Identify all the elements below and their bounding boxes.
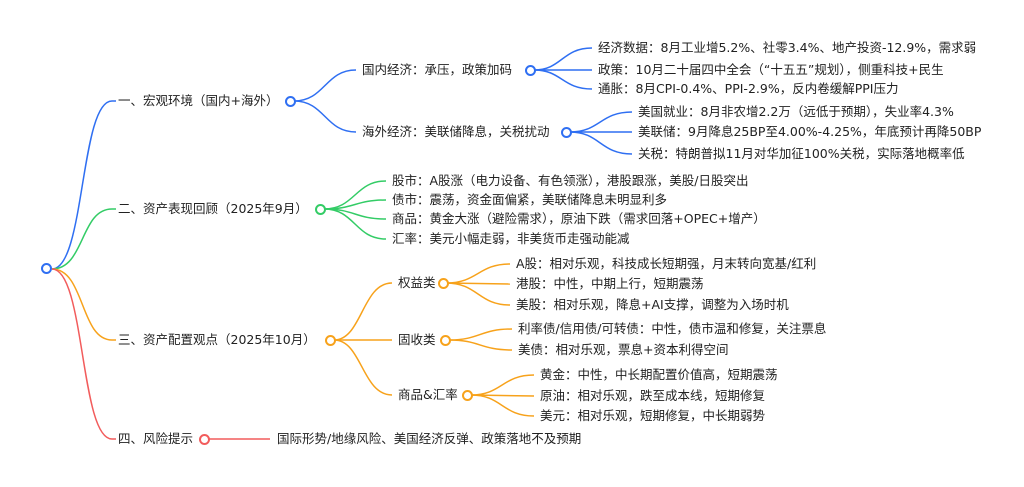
collapse-toggle-risk[interactable] [199,434,210,445]
collapse-toggle-fixed-income[interactable] [440,335,451,346]
node-fixed-income-item[interactable]: 美债：相对乐观，票息+资本利得空间 [518,342,729,357]
node-domestic-item[interactable]: 通胀：8月CPI-0.4%、PPI-2.9%，反内卷缓解PPI压力 [598,81,899,96]
node-domestic-item[interactable]: 经济数据：8月工业增5.2%、社零3.4%、地产投资-12.9%，需求弱 [598,40,977,55]
node-fixed-income-item[interactable]: 利率债/信用债/可转债：中性，债市温和修复，关注票息 [518,321,827,336]
node-review-item[interactable]: 商品：黄金大涨（避险需求），原油下跌（需求回落+OPEC+增产） [392,211,766,226]
node-review-item[interactable]: 债市：震荡，资金面偏紧，美联储降息未明显利多 [392,192,668,207]
node-equity[interactable]: 权益类 [398,275,436,290]
collapse-toggle-domestic[interactable] [525,65,536,76]
node-equity-item[interactable]: 美股：相对乐观，降息+AI支撑，调整为入场时机 [516,297,789,312]
collapse-toggle-macro[interactable] [285,96,296,107]
node-review-item[interactable]: 汇率：美元小幅走弱，非美货币走强动能减 [392,231,630,246]
node-domestic-item[interactable]: 政策：10月二十届四中全会（“十五五”规划），侧重科技+民生 [598,62,944,77]
allocation-branch-lines [51,263,535,417]
root-node-circle[interactable] [41,263,52,274]
node-fixed-income[interactable]: 固收类 [398,332,436,347]
collapse-toggle-commodity-fx[interactable] [462,390,473,401]
collapse-toggle-review[interactable] [315,204,326,215]
node-risk-detail[interactable]: 国际形势/地缘风险、美国经济反弹、政策落地不及预期 [277,431,582,446]
node-equity-item[interactable]: A股：相对乐观，科技成长短期强，月末转向宽基/红利 [516,256,817,271]
node-commodity-fx[interactable]: 商品&汇率 [398,387,458,402]
node-macro[interactable]: 一、宏观环境（国内+海外） [118,93,279,108]
node-overseas[interactable]: 海外经济：美联储降息，关税扰动 [362,124,550,139]
node-review-item[interactable]: 股市：A股涨（电力设备、有色领涨），港股跟涨，美股/日股突出 [392,173,749,188]
collapse-toggle-overseas[interactable] [561,127,572,138]
node-overseas-item[interactable]: 美国就业：8月非农增2.2万（远低于预期），失业率4.3% [638,104,954,119]
macro-branch-lines [51,47,633,270]
node-allocation[interactable]: 三、资产配置观点（2025年10月） [118,332,316,347]
review-branch-lines [51,180,387,270]
node-overseas-item[interactable]: 美联储：9月降息25BP至4.00%-4.25%，年底预计再降50BP [638,124,982,139]
collapse-toggle-equity[interactable] [438,278,449,289]
node-commodity-fx-item[interactable]: 原油：相对乐观，跌至成本线，短期修复 [540,388,766,403]
node-overseas-item[interactable]: 关税：特朗普拟11月对华加征100%关税，实际落地概率低 [638,146,965,161]
node-risk[interactable]: 四、风险提示 [118,431,194,446]
node-domestic[interactable]: 国内经济：承压，政策加码 [362,62,513,77]
risk-branch-lines [51,268,270,440]
collapse-toggle-allocation[interactable] [325,335,336,346]
node-equity-item[interactable]: 港股：中性，中期上行，短期震荡 [516,276,704,291]
node-commodity-fx-item[interactable]: 美元：相对乐观，短期修复，中长期弱势 [540,408,766,423]
node-commodity-fx-item[interactable]: 黄金：中性，中长期配置价值高，短期震荡 [540,367,778,382]
node-review[interactable]: 二、资产表现回顾（2025年9月） [118,201,308,216]
